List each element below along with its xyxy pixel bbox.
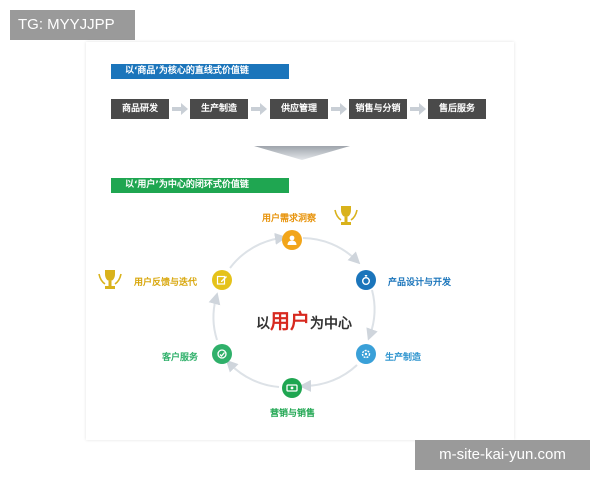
watermark-bottom: m-site-kai-yun.com [415,440,590,470]
node-manufacturing [356,344,376,364]
center-suffix: 为中心 [310,316,352,332]
label-user-insight: 用户需求洞察 [262,214,317,224]
center-highlight: 用户 [270,309,310,333]
node-product-design [356,270,376,290]
chain-arrow-icon-1 [172,103,188,115]
chain-step-4: 销售与分销 [349,99,407,119]
label-customer-service: 客户服务 [162,353,199,363]
label-marketing: 营销与销售 [270,409,316,419]
label-manufacturing: 生产制造 [385,353,422,363]
ring-icon [362,275,370,285]
trophy-icon-insight [334,206,358,225]
chain-step-5: 售后服务 [428,99,486,119]
chain-step-2: 生产制造 [190,99,248,119]
service-icon [217,349,227,359]
trophy-icon-feedback [98,270,122,289]
label-product-design: 产品设计与开发 [388,278,452,288]
label-user-feedback: 用户反馈与迭代 [134,278,198,288]
edit-icon [216,275,227,285]
chain-arrow-icon-3 [331,103,347,115]
node-user-feedback [212,270,232,290]
node-marketing [282,378,302,398]
chain-step-1: 商品研发 [111,99,169,119]
watermark-top: TG: MYYJJPP [10,10,135,40]
chain-arrow-icon-2 [251,103,267,115]
node-user-insight [282,230,302,250]
gear-icon [361,349,371,359]
chain-step-3: 供应管理 [270,99,328,119]
node-customer-service [212,344,232,364]
down-arrow-icon [254,146,350,160]
center-prefix: 以 [256,316,270,332]
linear-chain-header: 以‘商品’为核心的直线式价值链 [111,64,289,79]
user-icon [287,235,297,245]
circular-chain-header: 以‘用户’为中心的闭环式价值链 [111,178,289,193]
cycle-center-title: 以 用户 为中心 [244,305,364,335]
chain-arrow-icon-4 [410,103,426,115]
cash-icon [286,384,298,392]
